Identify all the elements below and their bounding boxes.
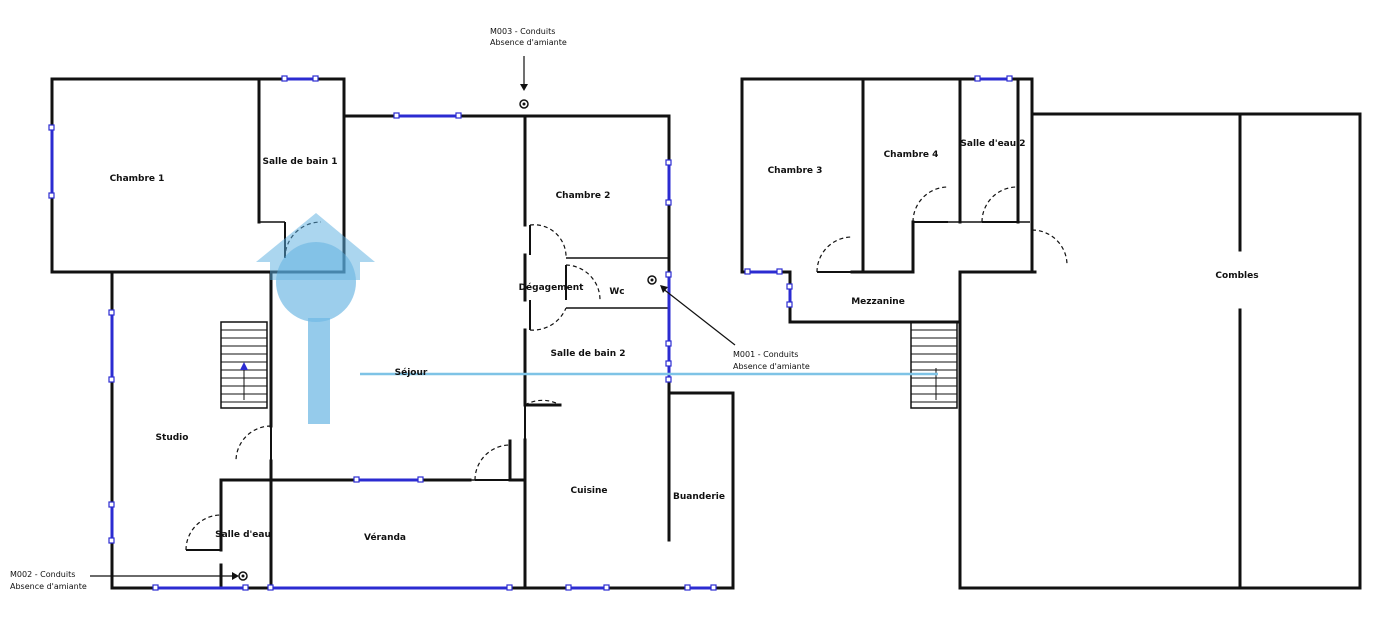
- marker-labels: M003 - Conduits Absence d'amiante M001 -…: [10, 27, 810, 591]
- room-label-chambre1: Chambre 1: [110, 174, 165, 184]
- marker-m001-title: M001 - Conduits: [733, 350, 798, 359]
- room-label-salle-eau: Salle d'eau: [215, 530, 271, 540]
- room-label-degagement: Dégagement: [519, 282, 585, 293]
- room-label-chambre3: Chambre 3: [768, 166, 823, 176]
- marker-m003-status: Absence d'amiante: [490, 38, 567, 47]
- left-floor-walls: [50, 77, 735, 590]
- windows: [48, 75, 1013, 591]
- marker-m003-title: M003 - Conduits: [490, 27, 555, 36]
- room-label-chambre4: Chambre 4: [884, 150, 939, 160]
- stairs-icon-right: [910, 321, 958, 409]
- marker-m001-status: Absence d'amiante: [733, 362, 810, 371]
- house-key-watermark-icon: [256, 213, 375, 424]
- room-label-veranda: Véranda: [364, 532, 406, 543]
- marker-m002[interactable]: [90, 571, 248, 581]
- marker-m002-title: M002 - Conduits: [10, 570, 75, 579]
- stairs-icon-left: [220, 321, 268, 409]
- room-label-sejour: Séjour: [395, 367, 428, 378]
- room-label-chambre2: Chambre 2: [556, 191, 611, 201]
- marker-m001[interactable]: [647, 275, 736, 346]
- marker-m003[interactable]: [519, 56, 529, 109]
- room-label-cuisine: Cuisine: [570, 486, 607, 496]
- room-label-salle-eau2: Salle d'eau 2: [960, 139, 1025, 149]
- room-label-sdb1: Salle de bain 1: [262, 157, 337, 167]
- room-label-sdb2: Salle de bain 2: [550, 349, 625, 359]
- right-floor-walls: [740, 77, 1362, 590]
- room-label-mezzanine: Mezzanine: [851, 297, 905, 307]
- room-label-studio: Studio: [156, 433, 189, 443]
- room-label-wc: Wc: [609, 287, 624, 297]
- room-label-buanderie: Buanderie: [673, 492, 725, 502]
- marker-m002-status: Absence d'amiante: [10, 582, 87, 591]
- room-label-combles: Combles: [1215, 271, 1258, 281]
- room-labels: Chambre 1 Salle de bain 1 Chambre 2 Déga…: [110, 139, 1259, 543]
